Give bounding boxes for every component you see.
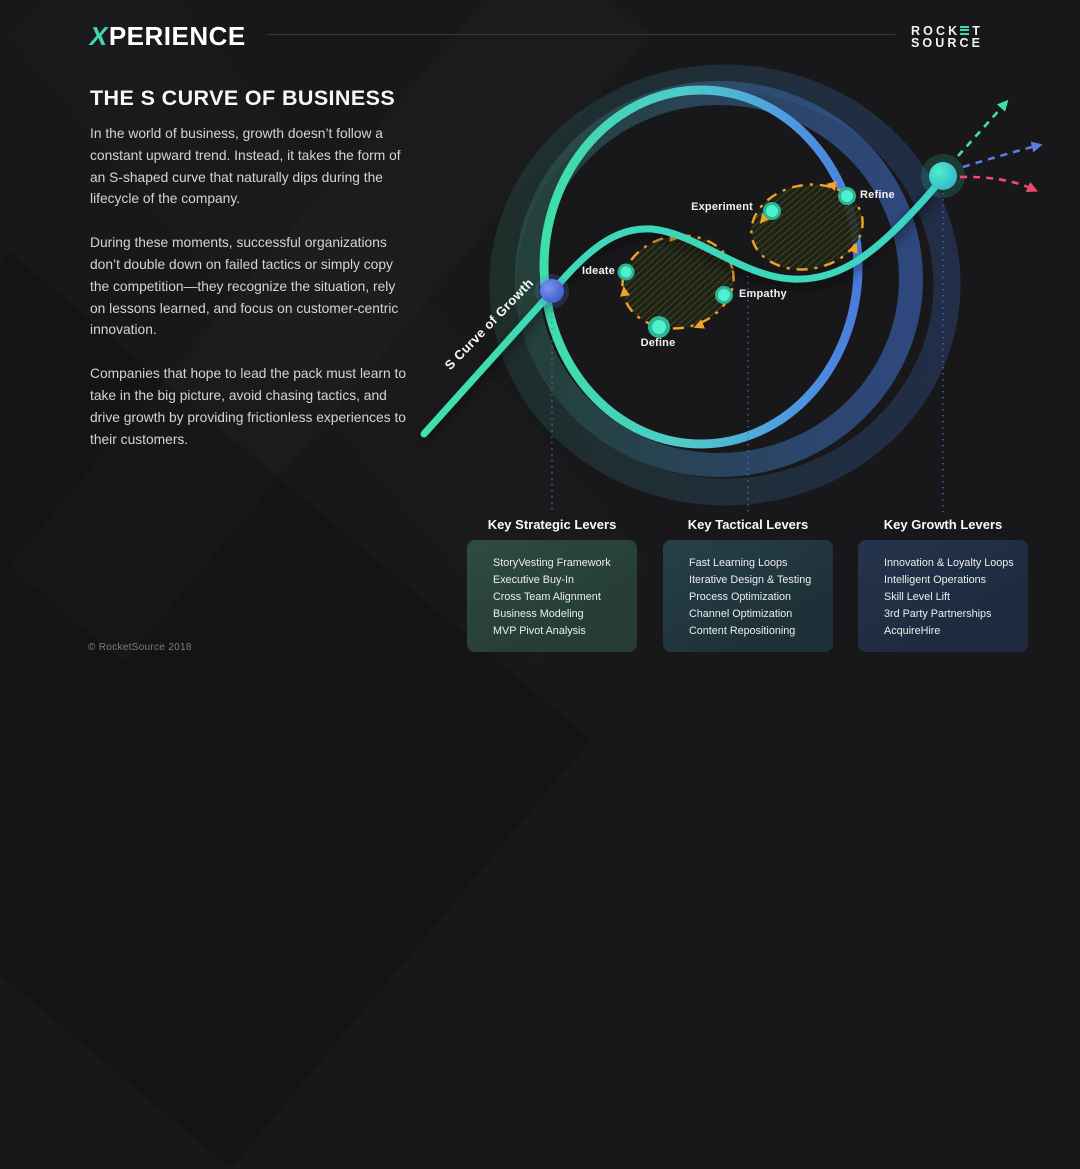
rocketsource-line2: SOURCE <box>911 36 984 50</box>
stage-label-ideate: Ideate <box>582 265 615 277</box>
stage-dots <box>617 187 856 338</box>
list-item: Business Modeling <box>493 607 584 620</box>
intro-paragraph-2: During these moments, successful organiz… <box>90 235 399 338</box>
stage-label-define: Define <box>640 337 676 349</box>
intro-paragraph-3: Companies that hope to lead the pack mus… <box>90 366 406 447</box>
future-arrows <box>957 99 1043 193</box>
tactical-levers-heading: Key Tactical Levers <box>687 517 809 532</box>
right-loop-dashed <box>750 183 864 271</box>
dotted-connectors <box>551 193 944 512</box>
rocketsource-e-icon <box>960 24 970 36</box>
strategic-levers-heading: Key Strategic Levers <box>487 517 617 532</box>
list-item: Process Optimization <box>689 590 792 603</box>
list-item: Fast Learning Loops <box>689 557 788 569</box>
list-item: Executive Buy-In <box>493 573 575 586</box>
bright-ring <box>539 85 863 449</box>
list-item: AcquireHire <box>884 624 941 637</box>
milestone-dot-blue <box>535 274 569 308</box>
growth-arrow-red-icon <box>959 175 1039 193</box>
growth-levers-heading: Key Growth Levers <box>883 517 1003 532</box>
milestone-dot-end <box>921 154 965 198</box>
intro-paragraph-1: In the world of business, growth doesn’t… <box>90 126 401 207</box>
list-item: Innovation & Loyalty Loops <box>884 557 1014 569</box>
loop-arrow-icon <box>826 181 838 191</box>
intro-paragraphs: In the world of business, growth doesn’t… <box>90 123 414 472</box>
list-item: MVP Pivot Analysis <box>493 624 586 637</box>
ideate-dot <box>617 263 635 281</box>
left-loop-fill <box>622 235 734 329</box>
stage-label-experiment: Experiment <box>691 201 753 213</box>
list-item: Cross Team Alignment <box>493 590 601 603</box>
strategic-levers-card: StoryVesting Framework Executive Buy-In … <box>467 540 637 652</box>
xperience-logo: XPERIENCE <box>86 21 246 52</box>
growth-levers-card: Innovation & Loyalty Loops Intelligent O… <box>858 540 1028 652</box>
loop-arrow-icon <box>848 242 858 254</box>
s-curve-path <box>420 173 947 438</box>
list-item: 3rd Party Partnerships <box>884 607 992 620</box>
growth-arrow-green-icon <box>957 99 1009 157</box>
list-item: StoryVesting Framework <box>493 557 611 569</box>
experiment-dot <box>763 202 781 220</box>
page-title: THE S CURVE OF BUSINESS <box>90 86 396 110</box>
s-curve-diagram <box>420 64 1043 512</box>
xperience-wordmark: PERIENCE <box>108 21 246 51</box>
copyright-text: © RocketSource 2018 <box>88 642 192 653</box>
list-item: Intelligent Operations <box>884 573 987 586</box>
loop-arrow-icon <box>693 319 705 329</box>
empathy-dot <box>715 286 733 304</box>
refine-dot <box>838 187 856 205</box>
xperience-x-icon: X <box>86 21 112 51</box>
outer-glow-ring <box>489 64 961 506</box>
loop-arrow-icon <box>759 212 770 224</box>
header-divider <box>267 34 895 35</box>
list-item: Content Repositioning <box>689 624 796 637</box>
define-dot <box>648 316 670 338</box>
loop-arrowheads <box>620 181 858 329</box>
list-item: Skill Level Lift <box>884 590 951 603</box>
list-item: Channel Optimization <box>689 607 793 620</box>
stage-label-empathy: Empathy <box>739 288 787 300</box>
loop-arrow-icon <box>620 286 630 297</box>
list-item: Iterative Design & Testing <box>689 573 812 586</box>
growth-arrow-blue-icon <box>962 141 1043 169</box>
stage-label-refine: Refine <box>860 189 895 201</box>
tactical-levers-card: Fast Learning Loops Iterative Design & T… <box>663 540 833 652</box>
